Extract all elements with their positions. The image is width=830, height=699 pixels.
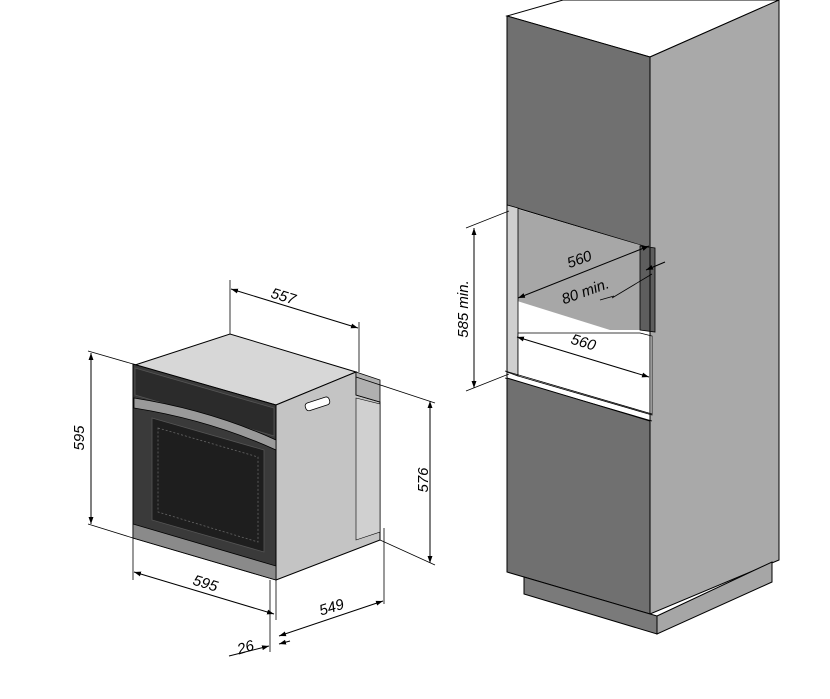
oven-door-glass [151,417,265,553]
side-handle-slot [304,396,331,412]
cabinet-plinth-side [656,561,773,635]
oven-width-front-label: 595 [191,572,221,596]
oven [132,333,381,581]
oven-front-panel-label: 26 [234,637,257,659]
oven-height-front-label: 595 [71,425,88,451]
cabinet-dimensions [465,210,666,392]
niche-right-wall [639,245,656,333]
oven-door-handle [133,397,277,451]
niche-width-bottom-label: 560 [569,331,599,355]
oven-depth-top-label: 557 [269,285,299,309]
niche-height-label: 585 min. [455,280,472,338]
oven-dimensions [87,280,436,657]
oven-control-strip [134,367,275,437]
niche-left-edge [506,204,519,377]
cabinet-right-side [649,0,780,615]
oven-height-body-label: 576 [415,467,432,493]
tall-cabinet [504,0,780,635]
oven-depth-body-label: 549 [317,596,347,620]
